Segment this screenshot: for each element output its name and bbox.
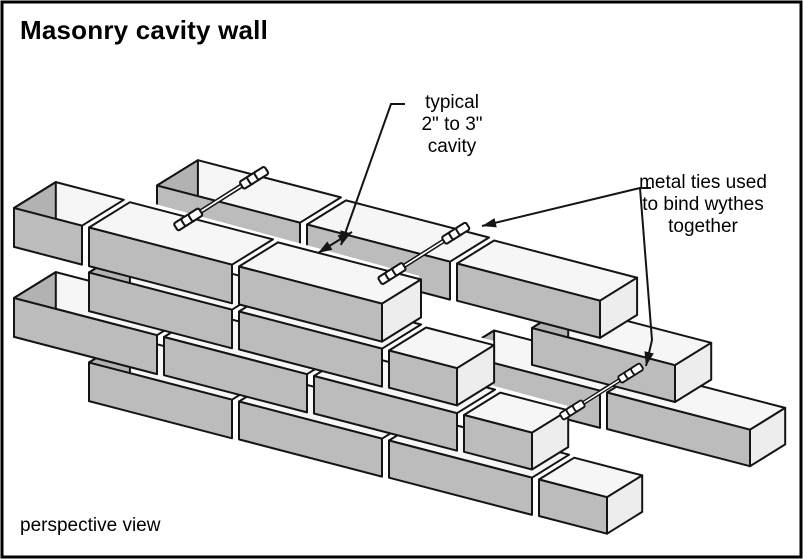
arrowhead	[480, 218, 497, 231]
cavity-leader-line	[340, 103, 405, 246]
tie-loop	[630, 362, 644, 376]
view-type-label: perspective view	[20, 515, 161, 536]
tie-loop	[455, 221, 471, 236]
ties-leader-line-upper	[481, 187, 651, 227]
brick-front-face	[606, 391, 751, 468]
brick-front-face	[238, 265, 383, 343]
metal-ties-label: metal ties used to bind wythes together	[639, 172, 767, 238]
metal-tie	[377, 221, 471, 285]
metal-tie	[173, 165, 270, 232]
annotations	[315, 103, 654, 368]
brick-front-face	[463, 414, 533, 471]
brick-front-face	[531, 327, 676, 403]
brick-front-face	[13, 297, 158, 376]
cavity-label: typical 2" to 3" cavity	[421, 92, 482, 158]
cavity-label-line1: typical	[425, 92, 479, 113]
metal-ties-label-line1: metal ties used	[639, 172, 767, 193]
brick-front-face	[238, 310, 383, 388]
tie-loop	[571, 399, 586, 413]
diagram-title: Masonry cavity wall	[20, 15, 269, 45]
brick-front-face	[238, 400, 383, 478]
tie-loop	[187, 207, 204, 223]
brick-front-face	[456, 262, 601, 339]
brick-front-face	[163, 336, 308, 414]
brick-front-face	[88, 226, 233, 305]
brick-front-face	[313, 375, 458, 452]
brick-front-face	[388, 349, 458, 407]
brick-front-face	[388, 439, 533, 516]
brick-front-face	[538, 478, 608, 535]
tie-loop	[391, 262, 407, 277]
tie-loop	[253, 165, 270, 181]
metal-ties	[173, 165, 644, 421]
metal-ties-label-line3: together	[668, 216, 738, 237]
brick-front-face	[88, 361, 233, 440]
metal-ties-label-line2: to bind wythes	[642, 194, 764, 215]
cavity-label-line2: 2" to 3"	[421, 114, 483, 135]
cavity-label-line3: cavity	[427, 136, 477, 157]
tie-shaft	[194, 181, 248, 216]
tie-shaft	[578, 376, 625, 407]
brick-wall	[6, 159, 787, 548]
brick-front-face	[88, 271, 233, 350]
tie-shaft	[398, 236, 450, 270]
brick-front-face	[13, 207, 83, 266]
metal-tie	[559, 362, 644, 421]
